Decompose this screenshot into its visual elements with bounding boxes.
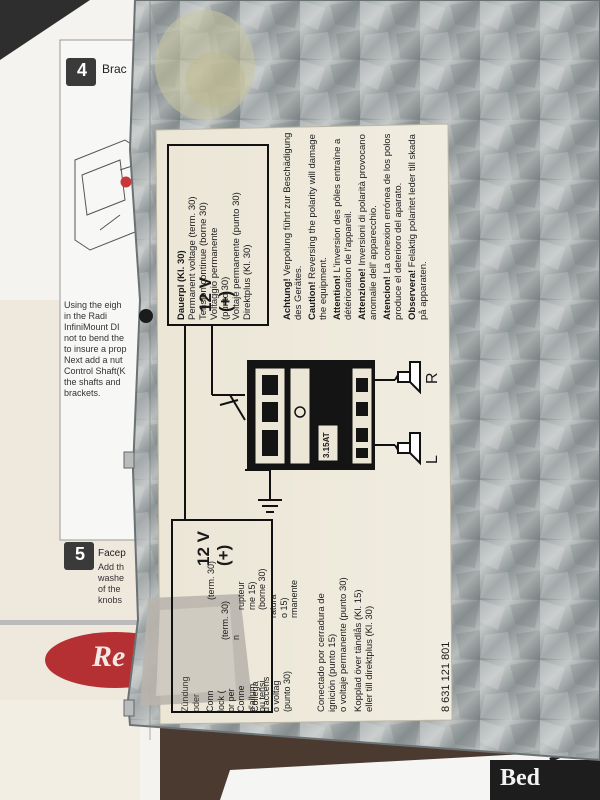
warning-lead: Atencion! bbox=[382, 276, 393, 320]
step4-line: in the Radi bbox=[64, 311, 108, 321]
ignition-partial-line: o 15) bbox=[278, 597, 289, 618]
ignition-line: Kopplad över tändlås (Kl. 15) bbox=[353, 589, 364, 712]
ignition-line: Zündung bbox=[180, 676, 190, 712]
polarity-bottom: (+) bbox=[214, 544, 233, 566]
step4-line: Control Shaft(K bbox=[64, 366, 126, 376]
fuse-label: 3.15AT bbox=[322, 432, 331, 458]
part-number: 8 631 121 801 bbox=[440, 641, 452, 712]
step4-title: Brac bbox=[102, 62, 127, 76]
warning-es: Atencion! La conexion errónea de los pol… bbox=[382, 130, 404, 320]
warning-lead: Observera! bbox=[407, 269, 418, 320]
polarity-top: (+) bbox=[216, 290, 235, 312]
ignition-line: oder bbox=[190, 693, 201, 712]
ignition-partial-line: (term. 30) bbox=[206, 560, 216, 600]
ignition-block: Conectado por cerradura de ignición (pun… bbox=[316, 522, 375, 712]
ignition-partial-line: ratura bbox=[268, 594, 278, 618]
step5-line: washe bbox=[98, 573, 125, 583]
speaker-left-label: L bbox=[424, 455, 441, 464]
bottom-paper-text: Bed bbox=[500, 765, 541, 791]
warning-lead: Achtung! bbox=[282, 278, 293, 320]
dauerplus-line: Direktplus (Kl. 30) bbox=[242, 244, 253, 321]
step4-line: the shafts and bbox=[64, 377, 121, 387]
ignition-top-block: Zündung oder bbox=[180, 582, 201, 712]
ignition-partial-line: rmanente bbox=[289, 579, 299, 618]
wiring-diagram bbox=[167, 144, 282, 713]
step5-line: Add th bbox=[98, 562, 125, 572]
speaker-left-icon bbox=[397, 432, 421, 466]
step4-line: to insure a prop bbox=[64, 344, 127, 354]
ignition-partial-line: n bbox=[230, 634, 241, 640]
step5-line: of the bbox=[98, 584, 121, 594]
warning-it: Attenzione! Inversioni di polarità provo… bbox=[357, 130, 379, 320]
ignition-partial-line: rne 15) bbox=[246, 581, 257, 610]
warning-fr: Attention! L'inversion des pôles entraîn… bbox=[332, 130, 354, 320]
bottom-paper bbox=[220, 738, 600, 800]
speaker-right-icon bbox=[397, 361, 421, 395]
voltage-top: 12 V bbox=[196, 277, 215, 312]
ignition-partial-right4: (term. 30) n bbox=[220, 580, 241, 640]
step5-number: 5 bbox=[74, 544, 85, 564]
ignition-partial-right: (term. 30) bbox=[206, 520, 217, 600]
speakers bbox=[375, 361, 421, 466]
warning-de: Achtung! Verpolung führt zur Beschädigun… bbox=[282, 130, 304, 320]
speaker-right-label: R bbox=[424, 372, 441, 384]
step4-line: brackets. bbox=[64, 388, 101, 398]
step4-line: Next add a nut bbox=[64, 355, 123, 365]
ignition-partial-right3: ratura o 15) rmanente bbox=[268, 538, 300, 618]
step5-body: Add th washe of the knobs bbox=[98, 562, 142, 606]
ignition-line: Conectado por cerradura de bbox=[316, 593, 327, 712]
warning-en: Caution! Reversing the polarity will dam… bbox=[307, 130, 329, 320]
warning-sv: Observera! Felaktig polaritet leder till… bbox=[407, 130, 429, 320]
step4-number: 4 bbox=[76, 60, 87, 80]
step5-title: Facep bbox=[98, 548, 126, 559]
step4-line: not to bend the bbox=[64, 333, 125, 343]
ignition-line: eller till direktplus (Kl. 30) bbox=[364, 605, 375, 712]
warning-lead: Attenzione! bbox=[357, 268, 368, 320]
radio-unit bbox=[247, 360, 375, 470]
step4-body: Using the eigh in the Radi InfiniMount D… bbox=[64, 300, 144, 399]
dauerplus-heading: Dauerpl (Kl. 30) bbox=[176, 250, 187, 320]
brand-logo-fragment: Re bbox=[92, 640, 126, 673]
warning-lead: Attention! bbox=[332, 275, 343, 320]
warning-lead: Caution! bbox=[307, 281, 318, 320]
ignition-partial-line: (term. 30) bbox=[220, 600, 230, 640]
ignition-line: Conn bbox=[205, 690, 215, 712]
ignition-partial-line: (borne 30) bbox=[257, 568, 267, 610]
ignition-line: ignición (punto 15) bbox=[327, 633, 338, 712]
step4-line: InfiniMount DI bbox=[64, 322, 120, 332]
step5-line: knobs bbox=[98, 595, 123, 605]
step4-line: Using the eigh bbox=[64, 300, 122, 310]
warnings-block: Achtung! Verpolung führt zur Beschädigun… bbox=[282, 130, 429, 320]
ignition-line: o voltaje permanente (punto 30) bbox=[338, 577, 349, 712]
